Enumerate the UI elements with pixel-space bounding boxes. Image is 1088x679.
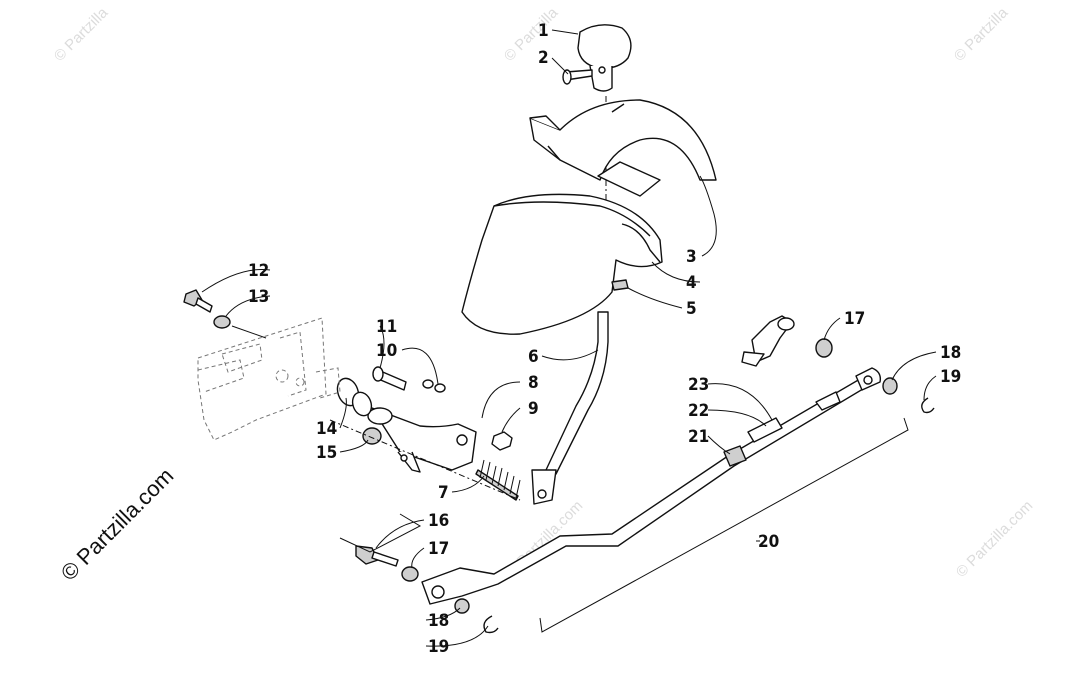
callout-14: 14 (316, 419, 337, 439)
return-spring (475, 459, 521, 501)
knob-screw (562, 69, 593, 85)
callout-17-bottom: 17 (428, 539, 449, 559)
watermark-faint: © Partzilla (501, 4, 562, 65)
callout-18-right: 18 (940, 343, 961, 363)
rod-end-bracket (741, 315, 795, 367)
callout-7: 7 (438, 483, 449, 503)
callout-22: 22 (688, 401, 709, 421)
callout-19-bottom: 19 (428, 637, 449, 657)
callout-23: 23 (688, 375, 709, 395)
watermark-faint: © Partzilla (951, 4, 1012, 65)
callout-17-right: 17 (844, 309, 865, 329)
watermark-faint: © Partzilla.com (953, 497, 1036, 580)
watermark-faint: © Partzilla (51, 4, 112, 65)
callout-5: 5 (686, 299, 697, 319)
callout-19-right: 19 (940, 367, 961, 387)
callout-1: 1 (538, 21, 549, 41)
bracket-20 (539, 417, 909, 633)
shift-shaft-arm (367, 407, 477, 473)
link-stud (355, 545, 419, 582)
spacer-washer (362, 427, 382, 445)
callout-18-bottom: 18 (428, 611, 449, 631)
shift-boot-lower (461, 193, 663, 335)
lock-nut (491, 431, 513, 451)
callout-2: 2 (538, 48, 549, 68)
callout-12: 12 (248, 261, 269, 281)
nut (611, 279, 629, 291)
callouts: 1 2 3 4 5 6 7 8 9 10 11 12 13 14 15 16 1… (248, 21, 961, 657)
callout-15: 15 (316, 443, 337, 463)
callout-8: 8 (528, 373, 539, 393)
callout-9: 9 (528, 399, 539, 419)
washer-right (815, 338, 833, 358)
shift-rod (421, 367, 882, 605)
callout-21: 21 (688, 427, 709, 447)
callout-16: 16 (428, 511, 449, 531)
callout-4: 4 (686, 273, 697, 293)
e-clip-right (921, 397, 935, 414)
callout-13: 13 (248, 287, 269, 307)
shift-boot-upper (529, 99, 717, 197)
assembly-axis (329, 419, 521, 501)
e-clip-bottom (483, 615, 499, 634)
callout-6: 6 (528, 347, 539, 367)
shift-lever (531, 311, 609, 505)
pivot-bolt (372, 366, 446, 393)
callout-3: 3 (686, 247, 697, 267)
shift-knob (577, 24, 632, 92)
callout-11: 11 (376, 317, 397, 337)
o-rings (336, 377, 373, 417)
callout-10: 10 (376, 341, 397, 361)
watermark-brand: © Partzilla.com (56, 463, 179, 586)
frame-bolt (183, 289, 267, 339)
callout-20: 20 (758, 532, 779, 552)
leader-lines (201, 29, 937, 647)
washer-right-2 (882, 377, 898, 395)
frame-bracket-ghost (197, 317, 341, 441)
rod-adjusters (723, 391, 841, 467)
bracket-14-16 (339, 513, 422, 553)
